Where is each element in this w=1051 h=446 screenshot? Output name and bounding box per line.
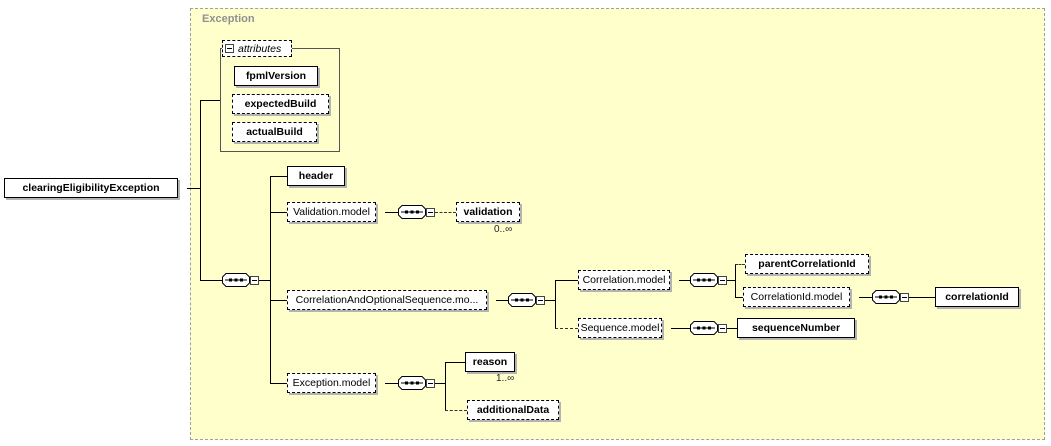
expand-toggle[interactable] <box>519 208 520 217</box>
collapse-toggle[interactable] <box>426 378 435 388</box>
connector-line <box>435 383 445 384</box>
element-reason[interactable]: reason <box>465 352 515 372</box>
connector-line <box>555 280 556 328</box>
connector-line <box>187 188 200 189</box>
group-correlation-id-model[interactable]: CorrelationId.model <box>743 287 850 307</box>
connector-line <box>200 100 201 188</box>
group-exception-model[interactable]: Exception.model <box>287 373 376 393</box>
collapse-toggle[interactable] <box>661 324 662 333</box>
connector-line <box>545 300 555 301</box>
attribute-label: expectedBuild <box>244 98 317 110</box>
element-correlation-id[interactable]: correlationId <box>935 287 1019 307</box>
connector-line <box>270 300 287 301</box>
sequence-icon <box>690 273 727 287</box>
group-label: CorrelationAndOptionalSequence.mo... <box>295 294 479 306</box>
sequence-icon <box>872 290 909 304</box>
exception-type-region <box>190 8 1045 440</box>
sequence-icon <box>222 273 259 287</box>
group-label: Correlation.model <box>582 274 666 286</box>
collapse-toggle[interactable] <box>250 275 259 285</box>
collapse-toggle[interactable] <box>177 184 178 193</box>
attribute-label: fpmlVersion <box>245 70 307 82</box>
element-clearing-eligibility-exception[interactable]: clearingEligibilityException <box>4 178 178 198</box>
element-header[interactable]: header <box>287 166 345 186</box>
element-label: parentCorrelationId <box>758 258 856 270</box>
attributes-group-label: attributes <box>238 42 282 55</box>
attribute-label: actualBuild <box>246 126 303 138</box>
group-label: Sequence.model <box>580 322 660 334</box>
group-label: Validation.model <box>293 206 370 218</box>
occurrence-label: 0..∞ <box>494 224 513 235</box>
sequence-icon <box>398 205 435 219</box>
element-label: clearingEligibilityException <box>22 182 160 194</box>
attribute-expectedbuild[interactable]: expectedBuild <box>232 94 329 114</box>
connector-line <box>671 328 690 329</box>
connector-line <box>727 328 737 329</box>
connector-line <box>200 280 222 281</box>
group-correlation-and-optional-sequence-model[interactable]: CorrelationAndOptionalSequence.mo... <box>287 290 487 310</box>
connector-line <box>385 212 398 213</box>
expand-toggle[interactable] <box>514 358 515 367</box>
connector-line <box>435 212 456 213</box>
element-label: reason <box>472 356 508 368</box>
collapse-toggle[interactable] <box>426 207 435 217</box>
element-additional-data[interactable]: additionalData <box>467 400 559 420</box>
collapse-toggle[interactable] <box>375 379 376 388</box>
connector-line <box>270 212 287 213</box>
connector-line <box>496 300 508 301</box>
connector-line <box>679 280 690 281</box>
connector-line <box>200 100 220 101</box>
collapse-toggle[interactable] <box>375 208 376 217</box>
connector-line <box>200 188 201 280</box>
connector-line <box>555 280 578 281</box>
element-label: validation <box>463 206 513 218</box>
attribute-fpmlversion[interactable]: fpmlVersion <box>234 66 318 86</box>
connector-line <box>445 362 446 410</box>
connector-line <box>270 176 287 177</box>
element-sequence-number[interactable]: sequenceNumber <box>737 318 855 338</box>
element-parent-correlation-id[interactable]: parentCorrelationId <box>745 254 869 274</box>
connector-line <box>445 410 467 411</box>
connector-line <box>270 383 287 384</box>
group-sequence-model[interactable]: Sequence.model <box>578 318 662 338</box>
connector-line <box>270 176 271 383</box>
collapse-toggle[interactable] <box>718 323 727 333</box>
connector-line <box>555 328 578 329</box>
connector-line <box>727 280 735 281</box>
group-label: CorrelationId.model <box>750 291 843 303</box>
attribute-actualbuild[interactable]: actualBuild <box>232 122 317 142</box>
collapse-toggle[interactable] <box>225 44 234 53</box>
group-correlation-model[interactable]: Correlation.model <box>578 270 670 290</box>
sequence-icon <box>508 293 545 307</box>
connector-line <box>259 280 270 281</box>
expand-toggle[interactable] <box>344 172 345 181</box>
connector-line <box>735 264 736 297</box>
connector-line <box>385 383 398 384</box>
connector-line <box>445 362 465 363</box>
element-label: correlationId <box>945 291 1009 303</box>
collapse-toggle[interactable] <box>536 295 545 305</box>
collapse-toggle[interactable] <box>486 296 487 305</box>
expand-toggle[interactable] <box>868 260 869 269</box>
connector-line <box>735 297 743 298</box>
connector-line <box>909 297 935 298</box>
sequence-icon <box>690 321 727 335</box>
collapse-toggle[interactable] <box>718 275 727 285</box>
element-validation[interactable]: validation <box>456 202 520 222</box>
collapse-toggle[interactable] <box>669 276 670 285</box>
group-validation-model[interactable]: Validation.model <box>287 202 376 222</box>
collapse-toggle[interactable] <box>849 293 850 302</box>
group-label: Exception.model <box>292 377 371 389</box>
element-label: header <box>298 170 334 182</box>
connector-line <box>735 264 745 265</box>
region-title: Exception <box>202 13 255 25</box>
attributes-group[interactable]: attributes <box>222 40 292 57</box>
expand-toggle[interactable] <box>558 406 559 415</box>
element-label: sequenceNumber <box>751 322 841 334</box>
sequence-icon <box>398 376 435 390</box>
occurrence-label: 1..∞ <box>496 373 515 384</box>
connector-line <box>859 297 872 298</box>
element-label: additionalData <box>476 404 550 416</box>
collapse-toggle[interactable] <box>900 292 909 302</box>
